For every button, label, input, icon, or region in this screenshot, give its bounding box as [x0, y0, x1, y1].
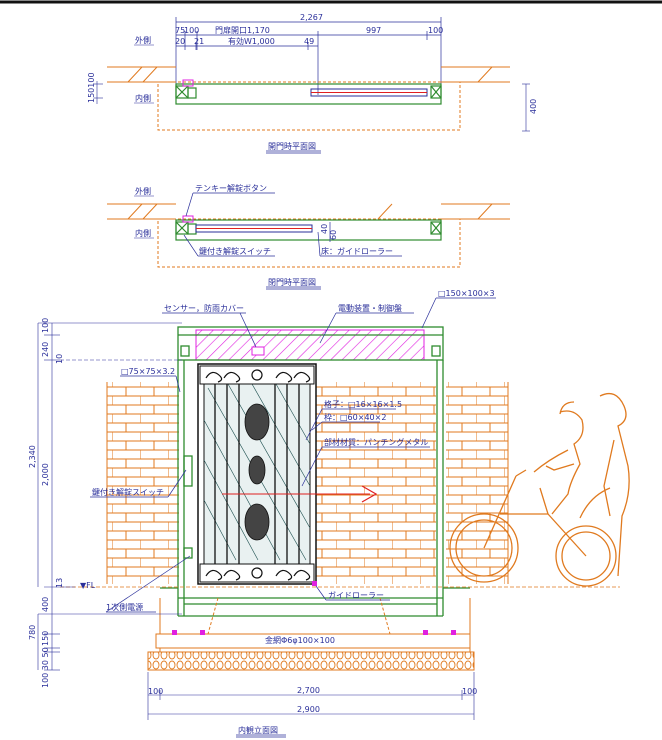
dim-21: 21: [194, 37, 204, 46]
floor-roller-label: 床：ガイドローラー: [321, 246, 393, 256]
elevation-view: 100 240 10 2,340 2,000 13 ▼FL 400 780 15…: [28, 289, 630, 738]
plan-closed-title: 閉門時平面図: [268, 278, 316, 287]
dim-75: 75: [175, 26, 185, 35]
dim-2900: 2,900: [297, 705, 320, 714]
dim-effective: 有効W1,000: [228, 36, 275, 46]
fl-marker: ▼FL: [80, 581, 96, 590]
dim-100-right: 100: [462, 687, 477, 696]
frame-label: 枠：□60×40×2: [324, 412, 386, 422]
dim-100a: 100: [184, 26, 199, 35]
cyclist-figure: [449, 392, 630, 587]
dim-100b: 100: [428, 26, 443, 35]
guide-roller-label: ガイドローラー: [328, 590, 384, 600]
dim-400: 400: [41, 597, 50, 612]
primary-power-label: 1次側電源: [106, 602, 143, 612]
dim-right-vertical: 400: [529, 99, 538, 114]
post-spec-label: □150×100×3: [438, 289, 495, 298]
dim-10: 10: [55, 354, 64, 364]
dim-240: 240: [41, 342, 50, 357]
key-switch-elev-label: 鍵付き解錠スイッチ: [92, 487, 164, 497]
dim-780: 780: [28, 625, 37, 640]
brick-wall-right: [446, 382, 508, 584]
plan-open-view: 2,267 75 100 門扉開口1,170 997 100 20 21 有効W…: [87, 13, 538, 154]
outside-label: 外側: [135, 35, 151, 45]
dim-2340: 2,340: [28, 445, 37, 468]
anchor-label: 金網Φ6φ100×100: [265, 635, 335, 645]
dim-49: 49: [304, 37, 314, 46]
outside-label-2: 外側: [135, 186, 151, 196]
plan-closed-view: 外側 内側: [107, 183, 510, 290]
dim-13: 13: [55, 578, 64, 588]
dim-2700: 2,700: [297, 686, 320, 695]
lattice-label: 格子：□16×16×1.5: [324, 399, 402, 409]
sensor-cover: [251, 346, 265, 356]
side-post-spec-label: □75×75×3.2: [121, 367, 175, 376]
key-switch-label: 鍵付き解錠スイッチ: [199, 246, 271, 256]
dim-100-left: 100: [148, 687, 163, 696]
dim-150: 150: [41, 631, 50, 646]
dim-60: 60: [329, 230, 338, 240]
dim-left-vertical: 150100: [87, 72, 96, 103]
panel-material-label: 部材材質：パンチングメタル: [324, 437, 428, 447]
dim-2000: 2,000: [41, 463, 50, 486]
dim-20: 20: [175, 37, 185, 46]
dim-997: 997: [366, 26, 381, 35]
dim-100-top: 100: [41, 318, 50, 333]
drive-unit-label: 電動装置・制御盤: [338, 303, 402, 313]
brick-wall-left: [107, 382, 179, 584]
dim-100-30-50: 100 30 50: [41, 647, 50, 688]
sensor-cover-label: センサー，防雨カバー: [164, 303, 244, 313]
keypad-button-label: テンキー解錠ボタン: [195, 183, 267, 193]
dim-40: 40: [320, 224, 329, 234]
inside-label-2: 内側: [135, 228, 151, 238]
inside-label: 内側: [135, 93, 151, 103]
dim-total: 2,267: [300, 13, 323, 22]
dim-opening: 門扉開口1,170: [215, 25, 270, 35]
plan-open-title: 開門時平面図: [268, 142, 316, 151]
elevation-title: 内観立面図: [238, 725, 278, 735]
